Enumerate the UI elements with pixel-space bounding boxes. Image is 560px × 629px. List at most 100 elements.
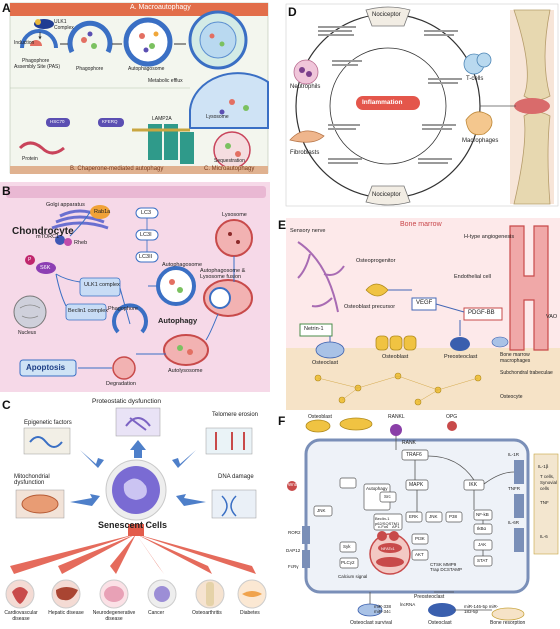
- ror2-shape: [302, 526, 310, 544]
- preosteoclast-shape: [450, 337, 470, 351]
- s6k-label: S6K: [40, 265, 51, 271]
- nfatc1-label: NFATc1: [381, 546, 395, 551]
- rank-label: RANK: [402, 440, 416, 446]
- rab1a-label: Rab1a: [94, 209, 111, 215]
- hsc70-label: HSC70: [50, 119, 65, 124]
- fibroblast-shape: [289, 130, 325, 143]
- netrin-box: [299, 323, 333, 337]
- erk-label: ERK: [409, 514, 419, 519]
- nociceptor-top-label: Nociceptor: [372, 12, 401, 18]
- phagophore-label-b: Phagophore: [108, 306, 138, 312]
- hsc70-shape: [46, 118, 70, 127]
- tcells-box: [533, 453, 559, 555]
- s6k-shape: [36, 262, 56, 274]
- osteoclast-shape-f: [428, 603, 456, 617]
- h-type-vessel-shape: [509, 225, 549, 351]
- macroautophagy-header-bar: [10, 3, 268, 16]
- mir-right-label: miR-146-5p miR-183-5p: [464, 604, 499, 614]
- panel-c: C Proteostatic dysfunction Epigenetic fa…: [0, 398, 270, 629]
- cfos-label: c-Fos: [378, 524, 388, 529]
- panel-e-letter: E: [278, 218, 287, 232]
- opg-shape: [447, 421, 457, 431]
- rank-ligand-shape: [390, 424, 402, 436]
- dna-label: DNA damage: [218, 474, 254, 480]
- panel-c-letter: C: [2, 398, 11, 412]
- epigenetic-label: Epigenetic factors: [24, 420, 72, 426]
- degradation-shape: [112, 356, 136, 380]
- disease-fan: [10, 534, 256, 574]
- panel-f-graphic: [286, 414, 560, 629]
- panel-f: F Osteoblast RANKL OPG RANK TRAF6 MAPK I…: [278, 414, 560, 629]
- proteostatic-image: [115, 407, 161, 437]
- autophagosome-label-b: Autophagosome: [162, 262, 203, 268]
- osteoprogenitor-label: Osteoprogenitor: [356, 258, 396, 264]
- osteocyte-label: Osteocyte: [500, 394, 523, 400]
- preosteoclast-label-e: Preosteoclast: [444, 354, 478, 360]
- apoptosis-label: Apoptosis: [26, 363, 66, 372]
- akt-box: [411, 549, 429, 561]
- ap1-label: AP1: [392, 524, 400, 529]
- osteoblast-label-f: Osteoblast: [308, 414, 332, 420]
- beclin1-complex-label: Beclin1 complex: [68, 308, 109, 314]
- macrophage-shape: [465, 111, 493, 136]
- disease-label-0: Cardiovascular disease: [4, 610, 38, 622]
- chondrocyte-label: Chondrocyte: [12, 226, 74, 237]
- tnf-label: TNF: [540, 500, 549, 505]
- senescent-label: Senescent Cells: [98, 520, 168, 530]
- induction-label: Induction: [14, 40, 35, 46]
- tcells-label: T-cells: [466, 76, 484, 82]
- phagophore-shape: [67, 20, 113, 54]
- complex-label: Complex: [54, 25, 74, 31]
- fibroblasts-label: Fibroblasts: [290, 150, 320, 156]
- jnk-label: JNK: [429, 514, 438, 519]
- bone-marrow-label: Bone marrow: [400, 221, 442, 228]
- vegf-label: VEGF: [416, 300, 433, 306]
- panel-b: B Chondrocyte Golgi apparatus Rab1a mTOR…: [0, 182, 270, 392]
- disease-label-1: Hepatic disease: [48, 610, 84, 616]
- jak-label: JAK: [478, 542, 487, 547]
- protein-label: Protein: [22, 156, 38, 162]
- il1r-label: IL-1R: [508, 452, 520, 457]
- il6r-label: IL-6R: [508, 520, 520, 525]
- jnk-box-left: [313, 505, 333, 517]
- lc3ii-label: LC3II: [139, 254, 153, 260]
- panel-a-graphic: [9, 2, 269, 174]
- ikk-label: IKK: [469, 482, 478, 488]
- panel-e-graphic: [286, 218, 560, 410]
- autophagosome-shape-b: [156, 266, 196, 306]
- rab1a-shape: [90, 205, 110, 219]
- calcium-label: Calcium signal: [338, 574, 368, 579]
- pas-label: Assembly Site (PAS): [14, 64, 61, 70]
- osteoblast-precursor-label: Osteoblast precursor: [344, 304, 396, 310]
- autophagy-label-b: Autophagy: [158, 316, 198, 325]
- bone-resorption-label: Bone resorption: [490, 620, 526, 626]
- beclin1-label: Beclin-1 p62/SQSTM1: [375, 516, 400, 526]
- fusion-label: Autophagosome & Lysosome fusion: [200, 268, 246, 280]
- phospho-marker: [25, 255, 35, 265]
- nfkb-label: NF-kB: [476, 512, 489, 517]
- subchondral-label: Subchondral trabeculae: [500, 370, 553, 376]
- wnt5a-label: Wnt5a: [288, 482, 302, 487]
- ap1-shape: [389, 531, 399, 541]
- autolysosome-shape-b: [163, 334, 209, 366]
- h-type-label: H-type angiogenesis: [464, 234, 515, 240]
- micro-footer-bar: [200, 166, 268, 174]
- panel-d: D Nociceptor Nociceptor Neutrophils Fibr…: [278, 0, 560, 210]
- osteoclast-label-e: Osteoclast: [312, 360, 338, 366]
- lncrna-label: lncRNA: [400, 602, 416, 607]
- tcells-label-f: T cells, Synovial cells: [540, 474, 558, 491]
- preosteoclast-label-f: Preosteoclast: [414, 594, 445, 600]
- mtorc1-shape: [55, 235, 65, 245]
- cause-arrows: [70, 440, 206, 506]
- syk-box: [339, 541, 357, 553]
- mito-label: Mitochondrial dysfunction: [14, 474, 50, 486]
- panel-a-letter: A: [2, 1, 11, 15]
- lc3i-label: LC3I: [140, 232, 152, 238]
- cma-footer-bar: [10, 166, 200, 174]
- panel-f-letter: F: [278, 414, 286, 428]
- ulk1-label: ULK1: [54, 19, 67, 25]
- erk-box: [405, 511, 423, 523]
- panel-d-graphic: [285, 3, 559, 207]
- micro-footer-label: C. Microautophagy: [204, 166, 255, 172]
